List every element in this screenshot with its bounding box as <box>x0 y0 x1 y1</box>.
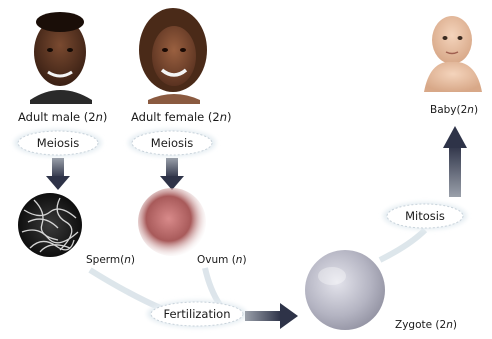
mitosis-label: Mitosis <box>405 209 445 223</box>
meiosis-male-label: Meiosis <box>37 136 79 150</box>
ovum-image <box>138 188 206 256</box>
sperm-label: Sperm(n) <box>86 254 135 266</box>
sperm-image <box>18 193 82 257</box>
fertilization-oval: Fertilization <box>147 300 247 328</box>
adult-female-label: Adult female (2n) <box>131 110 232 124</box>
arrow-to-zygote <box>245 303 298 329</box>
meiosis-female-oval: Meiosis <box>128 129 216 157</box>
arrow-up-to-baby <box>443 126 467 197</box>
meiosis-male-oval: Meiosis <box>14 129 102 157</box>
zygote-image <box>305 250 385 330</box>
adult-male-image <box>30 12 92 104</box>
arrow-down-male <box>46 158 70 190</box>
adult-female-image <box>139 8 207 104</box>
baby-image <box>424 16 482 92</box>
arrow-down-female <box>160 158 184 190</box>
adult-male-label: Adult male (2n) <box>18 110 107 124</box>
baby-label: Baby(2n) <box>430 104 478 116</box>
ovum-label: Ovum (n) <box>197 254 247 266</box>
mitosis-connector <box>378 227 428 263</box>
mitosis-oval: Mitosis <box>383 202 467 230</box>
zygote-label: Zygote (2n) <box>395 319 457 331</box>
meiosis-female-label: Meiosis <box>151 136 193 150</box>
fertilization-label: Fertilization <box>164 307 231 321</box>
